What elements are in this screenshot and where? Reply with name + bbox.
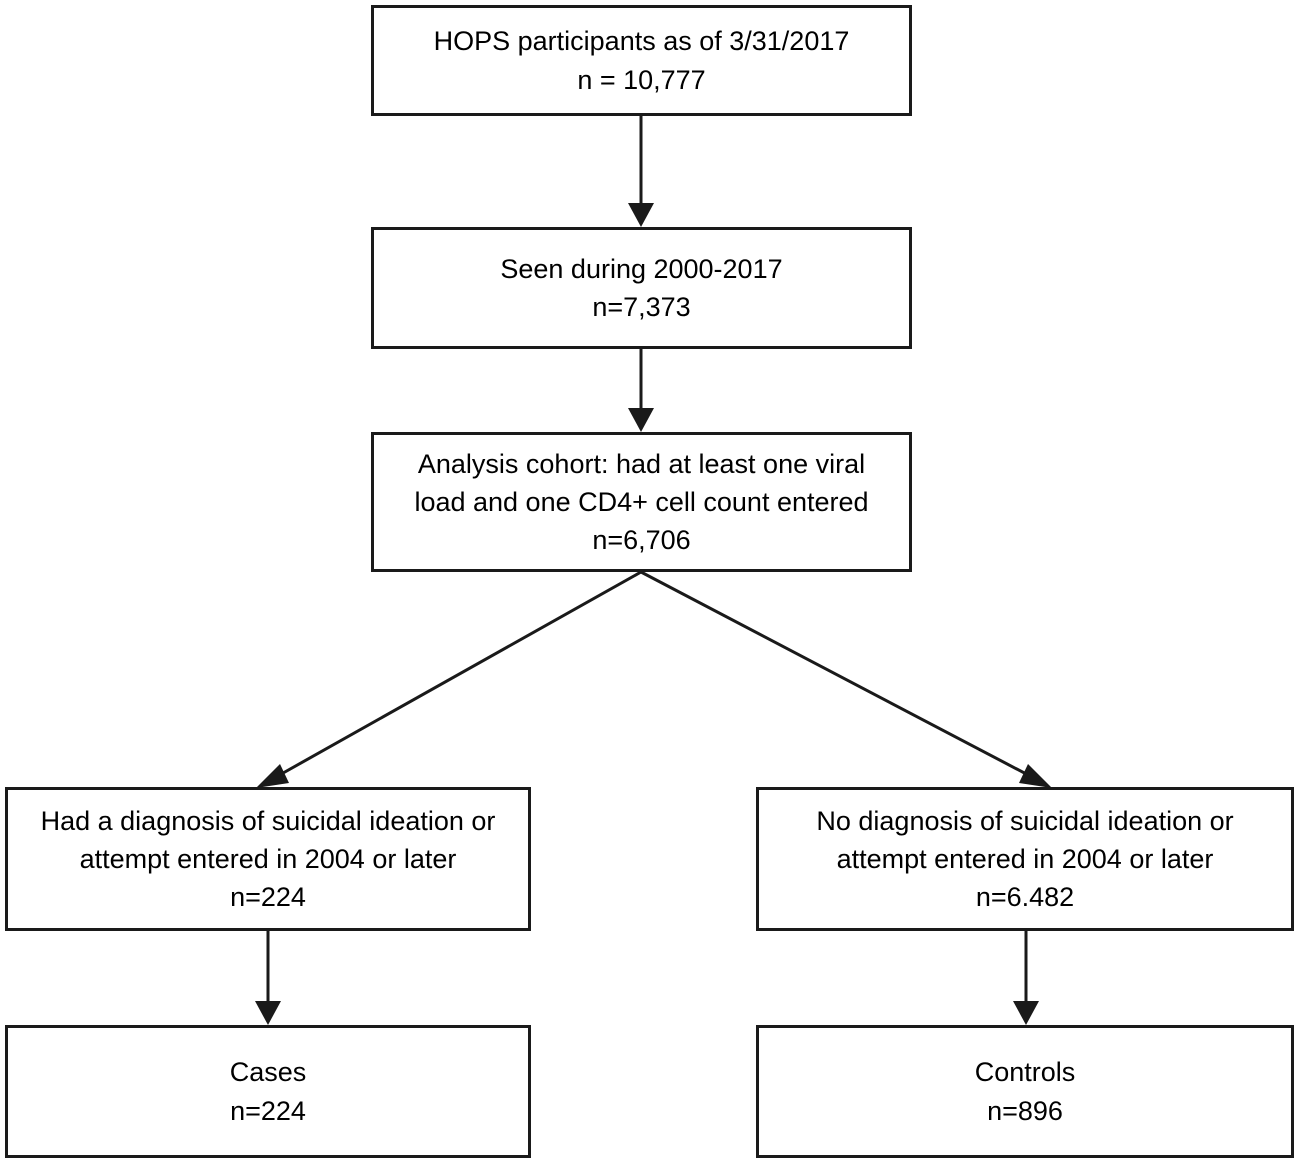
hops-participants-box: HOPS participants as of 3/31/2017 n = 10…: [371, 5, 912, 116]
node-line: Controls: [974, 1057, 1076, 1088]
edge-case-criteria-to-cases: [255, 931, 281, 1025]
node-count: n=224: [230, 1095, 306, 1126]
analysis-cohort-box: Analysis cohort: had at least one viral …: [371, 432, 912, 572]
node-line: Had a diagnosis of suicidal ideation or: [40, 805, 496, 836]
node-count: n=224: [230, 882, 306, 913]
edge-seen-to-cohort: [628, 349, 654, 432]
node-line: Seen during 2000-2017: [500, 253, 783, 284]
edge-cohort-to-control-criteria: [640, 570, 1052, 788]
no-diagnosis-box: No diagnosis of suicidal ideation or att…: [756, 787, 1294, 931]
edge-hops-to-seen: [628, 116, 654, 227]
had-diagnosis-box: Had a diagnosis of suicidal ideation or …: [5, 787, 531, 931]
node-line: load and one CD4+ cell count entered: [414, 486, 869, 517]
node-line: Cases: [229, 1057, 307, 1088]
node-count: n=6,706: [592, 525, 691, 556]
node-line: HOPS participants as of 3/31/2017: [433, 26, 850, 57]
node-line: attempt entered in 2004 or later: [836, 843, 1214, 874]
cases-box: Cases n=224: [5, 1025, 531, 1158]
node-line: attempt entered in 2004 or later: [79, 843, 457, 874]
node-count: n=896: [987, 1095, 1063, 1126]
node-count: n = 10,777: [577, 64, 706, 95]
node-line: No diagnosis of suicidal ideation or: [816, 805, 1234, 836]
seen-during-box: Seen during 2000-2017 n=7,373: [371, 227, 912, 349]
node-line: Analysis cohort: had at least one viral: [417, 448, 866, 479]
edge-control-criteria-to-controls: [1013, 931, 1039, 1025]
edge-cohort-to-case-criteria: [256, 570, 642, 788]
controls-box: Controls n=896: [756, 1025, 1294, 1158]
node-count: n=6.482: [975, 882, 1075, 913]
node-count: n=7,373: [592, 292, 691, 322]
